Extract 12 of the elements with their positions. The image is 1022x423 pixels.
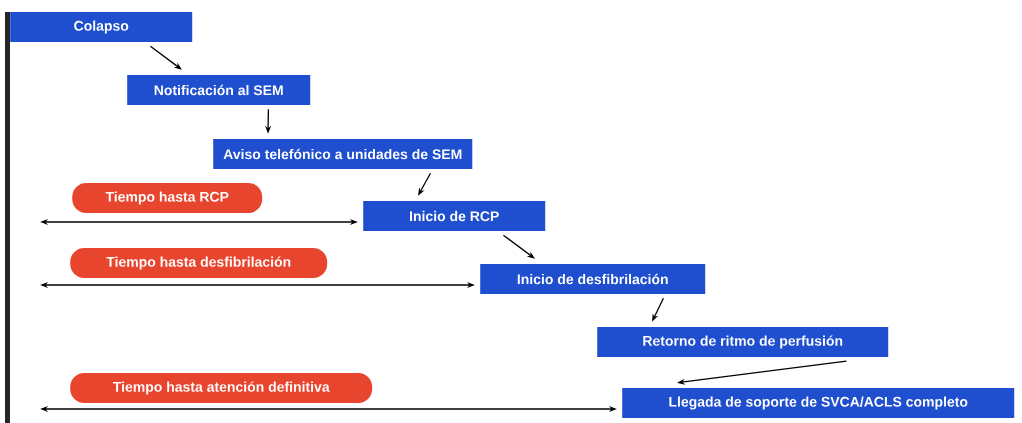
arrow xyxy=(149,45,182,70)
arrow xyxy=(502,234,535,259)
time-pill: Tiempo hasta atención definitiva xyxy=(70,373,373,403)
process-box: Aviso telefónico a unidades de SEM xyxy=(213,139,473,169)
process-box: Inicio de RCP xyxy=(363,201,546,231)
process-box: Notificación al SEM xyxy=(127,75,311,105)
time-pill: Tiempo hasta desfibrilación xyxy=(70,248,328,278)
time-pill: Tiempo hasta RCP xyxy=(72,183,263,213)
process-box: Retorno de ritmo de perfusión xyxy=(597,327,889,357)
process-box: Colapso xyxy=(10,12,193,42)
process-box: Inicio de desfibrilación xyxy=(480,264,706,294)
process-box: Llegada de soporte de SVCA/ACLS completo xyxy=(622,388,1015,418)
